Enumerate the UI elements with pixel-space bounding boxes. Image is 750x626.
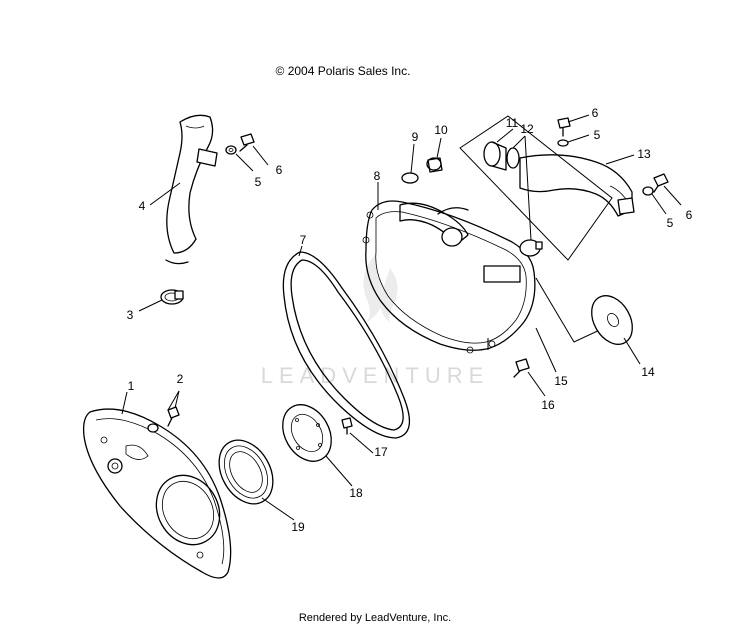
- callout-5-left: 5: [255, 175, 262, 189]
- callout-3: 3: [127, 308, 134, 322]
- watermark-text: LEADVENTURE: [261, 363, 490, 388]
- copyright-text: © 2004 Polaris Sales Inc.: [276, 64, 411, 78]
- callout-17: 17: [374, 445, 388, 459]
- callout-15: 15: [554, 374, 568, 388]
- part-13-outlet-duct: [519, 154, 635, 217]
- part-14-gasket: [591, 295, 633, 345]
- callout-16: 16: [541, 398, 555, 412]
- part-1-inner-clutch-cover: [82, 408, 232, 579]
- callout-labels: 1 2 3 4 5 6 7 8 9 10 11 12 6 5 13 6 5 14…: [127, 106, 693, 534]
- callout-9: 9: [412, 130, 419, 144]
- callout-13: 13: [637, 147, 651, 161]
- part-11-coupler: [483, 141, 507, 171]
- part-6-screw-left: [239, 133, 255, 152]
- callout-5-upper: 5: [594, 128, 601, 142]
- part-4-intake-duct: [165, 114, 218, 265]
- callout-1: 1: [128, 379, 135, 393]
- part-17-screw: [341, 417, 353, 435]
- part-16-screw: [513, 358, 530, 378]
- part-7-drive-belt: [282, 251, 411, 439]
- part-19-seal: [218, 439, 274, 505]
- callout-19: 19: [291, 520, 305, 534]
- callout-18: 18: [349, 486, 363, 500]
- part-5-washer-left: [225, 145, 237, 155]
- part-6-screw-right: [653, 173, 669, 193]
- callout-5-right: 5: [667, 216, 674, 230]
- callout-6-upper: 6: [592, 106, 599, 120]
- part-6-screw-upper: [557, 117, 571, 137]
- callout-12: 12: [520, 122, 534, 136]
- part-5-washer-upper: [557, 139, 569, 147]
- part-12-clamp-lower: [519, 239, 543, 257]
- callout-6-left: 6: [276, 163, 283, 177]
- part-12-clamp-upper: [506, 147, 520, 169]
- callout-4: 4: [139, 199, 146, 213]
- part-9-o-ring: [401, 172, 419, 184]
- part-10-plug: [426, 157, 443, 173]
- leader-lines: [121, 114, 682, 521]
- callout-11: 11: [506, 116, 519, 130]
- callout-10: 10: [434, 123, 448, 137]
- footer-text: Rendered by LeadVenture, Inc.: [299, 612, 451, 624]
- assembly-bracket-lines: [459, 115, 613, 350]
- callout-8: 8: [374, 169, 381, 183]
- part-18-plate: [282, 404, 332, 462]
- part-8-outer-clutch-cover: [362, 200, 536, 354]
- callout-7: 7: [300, 233, 307, 247]
- watermark-logo: LEADVENTURE: [261, 255, 490, 388]
- part-3-hose-clamp: [160, 289, 184, 305]
- part-5-washer-right: [642, 186, 654, 196]
- part-2-screws: [147, 406, 180, 433]
- callout-6-right: 6: [686, 208, 693, 222]
- callout-14: 14: [641, 365, 655, 379]
- callout-2: 2: [177, 372, 184, 386]
